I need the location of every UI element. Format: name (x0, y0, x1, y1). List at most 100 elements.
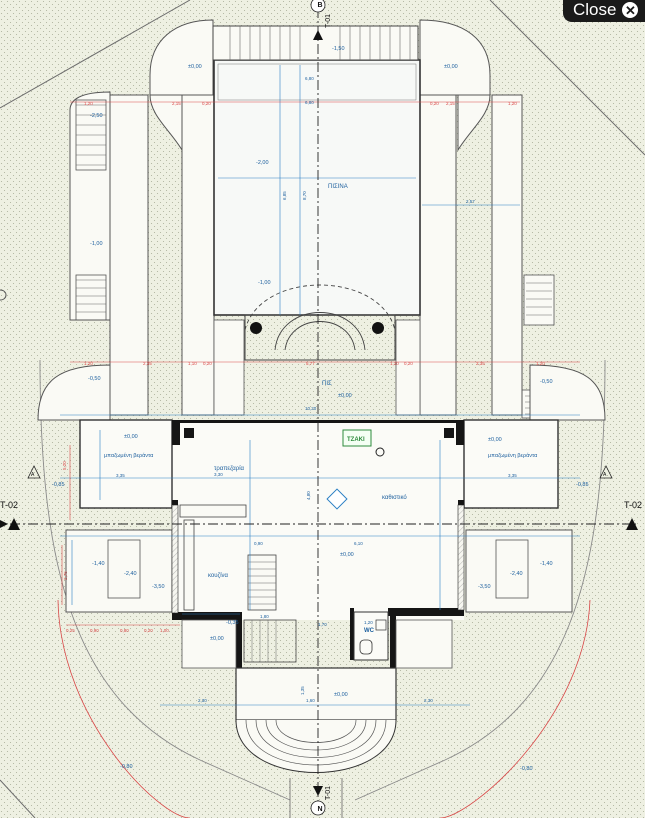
dim-mid-center: 5,77 (306, 361, 315, 366)
level-court-right-1: -1,40 (540, 561, 553, 567)
level-court-right-2: -2,40 (510, 571, 523, 577)
garden-boundary-red (57, 599, 591, 818)
pool (213, 59, 421, 316)
level-top-stair: -1,50 (332, 46, 345, 52)
level-ext-right: -0,85 (576, 482, 589, 488)
section-axes (10, 8, 636, 805)
room-pool-alt-label: ΠΙΣ (322, 381, 332, 387)
dim-wc-depth: 1,20 (364, 620, 373, 625)
room-veranda-left-label: μπαζωμένη βεράντα (104, 452, 154, 459)
level-marker-center (326, 488, 348, 510)
dim-mid-r1: 1,20 (536, 361, 545, 366)
room-kitchen-label: κουζίνα (208, 573, 229, 579)
veranda-left (79, 419, 173, 509)
kitchen-counter (179, 504, 247, 518)
terrace-top-left (149, 19, 214, 96)
dim-top-right: 1,20 (508, 101, 517, 106)
dim-top-l3: 0,20 (202, 101, 211, 106)
section-marker-right: T-02 (624, 500, 642, 510)
dim-living-width: 6,10 (354, 541, 363, 546)
dim-top-left: 1,20 (84, 101, 93, 106)
section-marker-bottom: T-01 (325, 786, 332, 800)
entry-porch (235, 667, 397, 721)
level-pool-deep: -2,00 (256, 160, 269, 166)
dimension-lines-blue (60, 65, 580, 706)
level-left-upper: -2,50 (90, 113, 103, 119)
room-living-label: καθιστικό (382, 494, 407, 501)
dim-mid-r4: 0,20 (404, 361, 413, 366)
dim-mid-r2: 2,35 (476, 361, 485, 366)
side-marker-right: A (603, 472, 607, 478)
level-court-left-1: -1,40 (92, 561, 105, 567)
dim-mid-l1: 1,20 (84, 361, 93, 366)
dim-bottom-l2: 0,90 (90, 628, 99, 633)
compass-south-label: N (317, 806, 322, 813)
section-arrow-right (626, 518, 638, 530)
close-button[interactable]: Close ✕ (563, 0, 645, 22)
dim-bottom-l4: 0,20 (144, 628, 153, 633)
level-left-low: -0,50 (88, 376, 101, 382)
column-right (372, 322, 384, 334)
dim-porch-depth: 1,35 (300, 686, 305, 695)
close-icon: ✕ (622, 2, 639, 18)
left-stairs (76, 104, 106, 313)
room-fireplace-label: ΤΖΑΚΙ (347, 437, 365, 443)
level-entry-left: ±0,00 (210, 636, 224, 642)
compass-north-label: B (317, 2, 322, 9)
compass-north (310, 0, 326, 13)
column-left (250, 322, 262, 334)
room-wc-label: WC (364, 628, 375, 634)
dim-house-depth: 4,80 (306, 491, 311, 500)
level-court-left-2: -2,40 (124, 571, 137, 577)
dim-top-l2: 2,15 (172, 101, 181, 106)
close-button-label: Close (573, 0, 617, 19)
dim-pool-length: 8,70 (302, 191, 307, 200)
level-left-mid: -1,00 (90, 241, 103, 247)
dim-bottom-l1: 0,25 (66, 628, 75, 633)
level-garden-left: -0,80 (120, 764, 133, 770)
dim-pool-side: 2,57 (466, 199, 475, 204)
dim-pool-width-b: 6,80 (305, 100, 314, 105)
room-pool-label: ΠΙΣΙΝΑ (328, 184, 348, 190)
level-living: ±0,00 (340, 552, 354, 558)
dim-entry-center: 1,60 (306, 698, 315, 703)
level-veranda-left: ±0,00 (124, 434, 138, 440)
dim-entry-left: 2,30 (198, 698, 207, 703)
dim-bottom-l3: 0,80 (120, 628, 129, 633)
level-stair-landing: -0,35 (226, 620, 239, 626)
level-ext-left: -0,85 (52, 482, 65, 488)
level-veranda-right: ±0,00 (488, 437, 502, 443)
dim-top-r3: 0,20 (430, 101, 439, 106)
dim-side-left-b: 5,20 (62, 461, 67, 470)
dim-mid-l2: 2,35 (143, 361, 152, 366)
level-deck: ±0,00 (338, 393, 352, 399)
level-garden-right: -0,80 (520, 766, 533, 772)
dim-mid-r3: 1,10 (390, 361, 399, 366)
level-court-left-3: -3,50 (152, 584, 165, 590)
dim-pool-inner: 6,85 (282, 191, 287, 200)
pool-top-stairs (212, 25, 419, 61)
dim-veranda-right: 3,35 (508, 473, 517, 478)
dim-side-left: 2,75 (63, 571, 68, 580)
side-marker-left: A (31, 472, 35, 478)
dim-dining-width: 3,30 (214, 472, 223, 477)
right-stairs (523, 274, 555, 326)
dim-mid-l4: 0,20 (203, 361, 212, 366)
garden-path (39, 359, 606, 801)
section-arrow-left (8, 518, 20, 530)
section-marker-left: T-02 (0, 500, 18, 510)
dim-house-width: 10,20 (305, 406, 317, 411)
level-court-right-3: -3,50 (478, 584, 491, 590)
dim-entry-right: 2,30 (424, 698, 433, 703)
level-pool-shallow: -1,00 (258, 280, 271, 286)
room-dining-label: τραπεζαρία (214, 466, 245, 472)
dim-wc-width: 1,70 (318, 622, 327, 627)
terrace-top-right (419, 19, 491, 96)
dim-mid-l3: 1,10 (188, 361, 197, 366)
dim-hall-width: 0,90 (254, 541, 263, 546)
level-top-right: ±0,00 (444, 64, 458, 70)
dim-top-r2: 2,15 (446, 101, 455, 106)
